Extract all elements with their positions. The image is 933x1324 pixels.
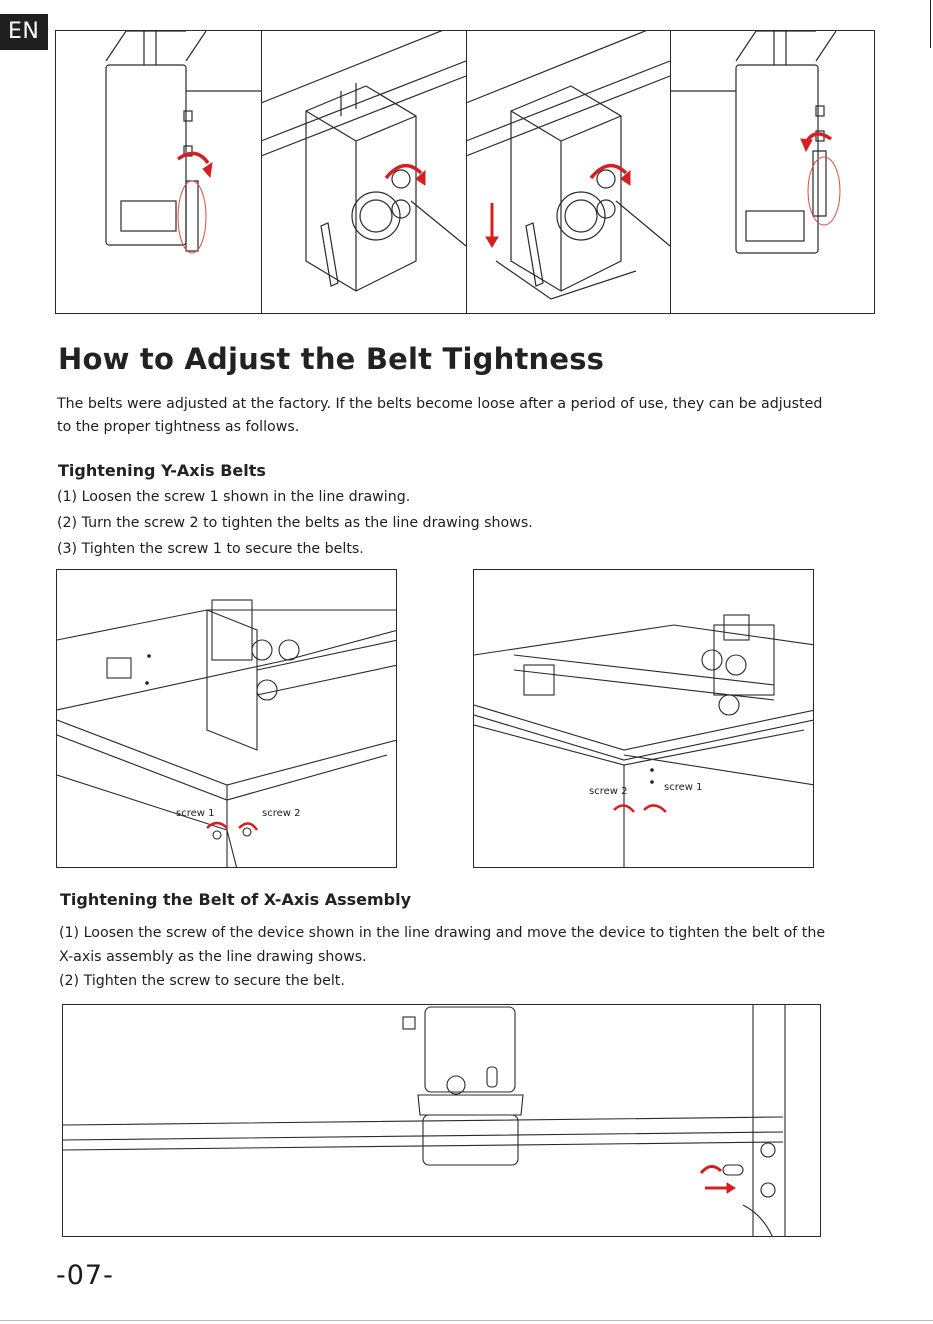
y-axis-drawing-right: screw 2 screw 1 <box>473 569 814 868</box>
screw-2-label: screw 2 <box>262 808 300 819</box>
screw-1-label: screw 1 <box>176 808 214 819</box>
panel-divider <box>466 31 467 313</box>
x-axis-svg <box>63 1005 786 1236</box>
y-axis-left-svg: screw 1 screw 2 <box>57 599 396 867</box>
intro-line-1: The belts were adjusted at the factory. … <box>57 396 823 412</box>
y-axis-heading: Tightening Y-Axis Belts <box>58 461 266 480</box>
y-axis-drawing-left: screw 1 screw 2 <box>56 569 397 868</box>
x-axis-step-2: (2) Tighten the screw to secure the belt… <box>59 973 345 989</box>
screw-1-label: screw 1 <box>664 782 702 793</box>
panel-divider <box>261 31 262 313</box>
y-axis-step-3: (3) Tighten the screw 1 to secure the be… <box>57 541 364 557</box>
page-number: -07- <box>56 1260 114 1291</box>
x-axis-heading: Tightening the Belt of X-Axis Assembly <box>60 890 412 909</box>
language-tab: EN <box>0 14 48 50</box>
x-axis-step-1-cont: X-axis assembly as the line drawing show… <box>59 949 367 965</box>
screw-2-label: screw 2 <box>589 786 627 797</box>
intro-line-2: to the proper tightness as follows. <box>57 419 300 435</box>
y-axis-step-2: (2) Turn the screw 2 to tighten the belt… <box>57 515 533 531</box>
x-axis-step-1: (1) Loosen the screw of the device shown… <box>59 925 826 941</box>
y-axis-right-svg: screw 2 screw 1 <box>474 614 813 867</box>
x-axis-drawing <box>62 1004 821 1237</box>
section-title: How to Adjust the Belt Tightness <box>58 342 605 376</box>
head-install-drawing <box>105 31 841 300</box>
head-install-illustration <box>55 30 875 314</box>
footer-rule <box>0 1320 933 1321</box>
panel-divider <box>670 31 671 313</box>
y-axis-step-1: (1) Loosen the screw 1 shown in the line… <box>57 489 411 505</box>
page-edge-rule <box>930 0 931 48</box>
